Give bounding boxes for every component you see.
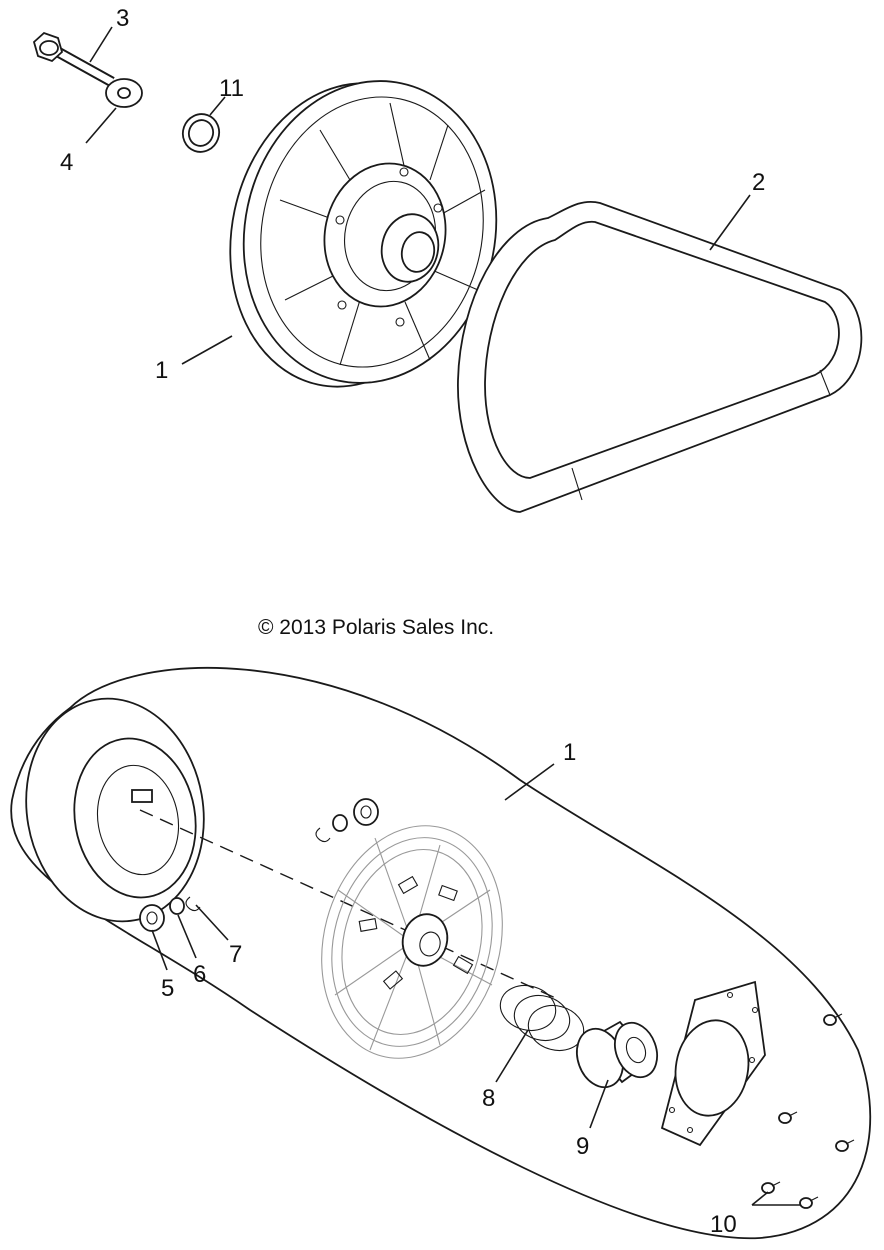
- inner-sheave-spider: [321, 825, 503, 1059]
- washer-part: [105, 78, 143, 108]
- outer-sheave-disc: [25, 697, 205, 923]
- callout-1-top: 1: [155, 357, 168, 384]
- callout-9: 9: [576, 1133, 589, 1160]
- roller-part: [139, 904, 165, 932]
- callout-3: 3: [116, 5, 129, 32]
- callout-10: 10: [710, 1211, 737, 1238]
- leader-lines: [85, 26, 800, 1206]
- bolt-part: [32, 31, 115, 87]
- callout-7: 7: [229, 941, 242, 968]
- bushing-part: [576, 1020, 658, 1089]
- center-axis-line: [139, 809, 561, 1001]
- callout-11: 11: [219, 75, 244, 102]
- callout-2: 2: [752, 169, 765, 196]
- small-washer-part: [169, 897, 185, 915]
- ring-part: [181, 113, 221, 153]
- screw-set-part: [761, 1013, 855, 1209]
- callout-5: 5: [161, 975, 174, 1002]
- callout-1-bottom: 1: [563, 739, 576, 766]
- roller-set-upper: [315, 798, 379, 843]
- cover-plate-part: [660, 980, 766, 1147]
- clutch-sheave-part: [229, 80, 498, 388]
- clip-part: [185, 896, 201, 912]
- drive-belt-part: [457, 200, 863, 513]
- callout-4: 4: [60, 149, 73, 176]
- callout-6: 6: [193, 961, 206, 988]
- copyright-notice: © 2013 Polaris Sales Inc.: [258, 616, 494, 639]
- callout-8: 8: [482, 1085, 495, 1112]
